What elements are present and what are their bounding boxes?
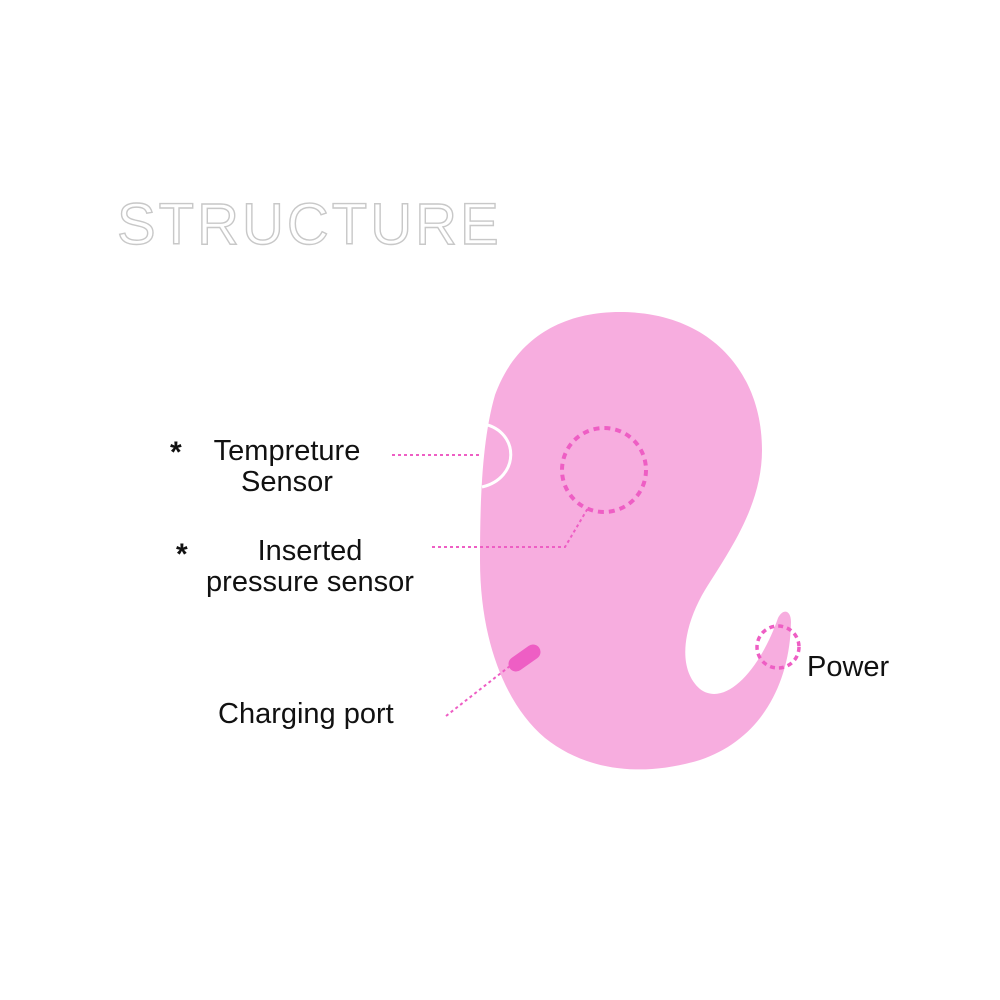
temperature-sensor-label-line1: Tempreture	[213, 435, 361, 467]
power-label: Power	[807, 651, 890, 683]
charging-port-label: Charging port	[218, 698, 394, 730]
page-title: STRUCTURE	[116, 192, 502, 257]
charging-port-mark	[508, 644, 541, 672]
charging-leader-line	[445, 665, 511, 717]
temperature-sensor-marker: *	[170, 436, 182, 469]
pressure-sensor-marker: *	[176, 538, 188, 571]
temperature-sensor-label: Tempreture Sensor	[196, 436, 378, 498]
device-body	[480, 312, 791, 770]
temperature-sensor-outline	[481, 422, 513, 489]
pressure-leader-line	[432, 507, 589, 548]
power-button-circle	[755, 624, 801, 670]
pressure-sensor-label-line1: Inserted	[257, 535, 363, 567]
temperature-sensor-label-line2: Sensor	[241, 466, 333, 498]
pressure-sensor-label-line2: pressure sensor	[206, 566, 414, 598]
pressure-sensor-label: Inserted pressure sensor	[184, 536, 436, 598]
pressure-sensor-circle	[560, 426, 648, 514]
